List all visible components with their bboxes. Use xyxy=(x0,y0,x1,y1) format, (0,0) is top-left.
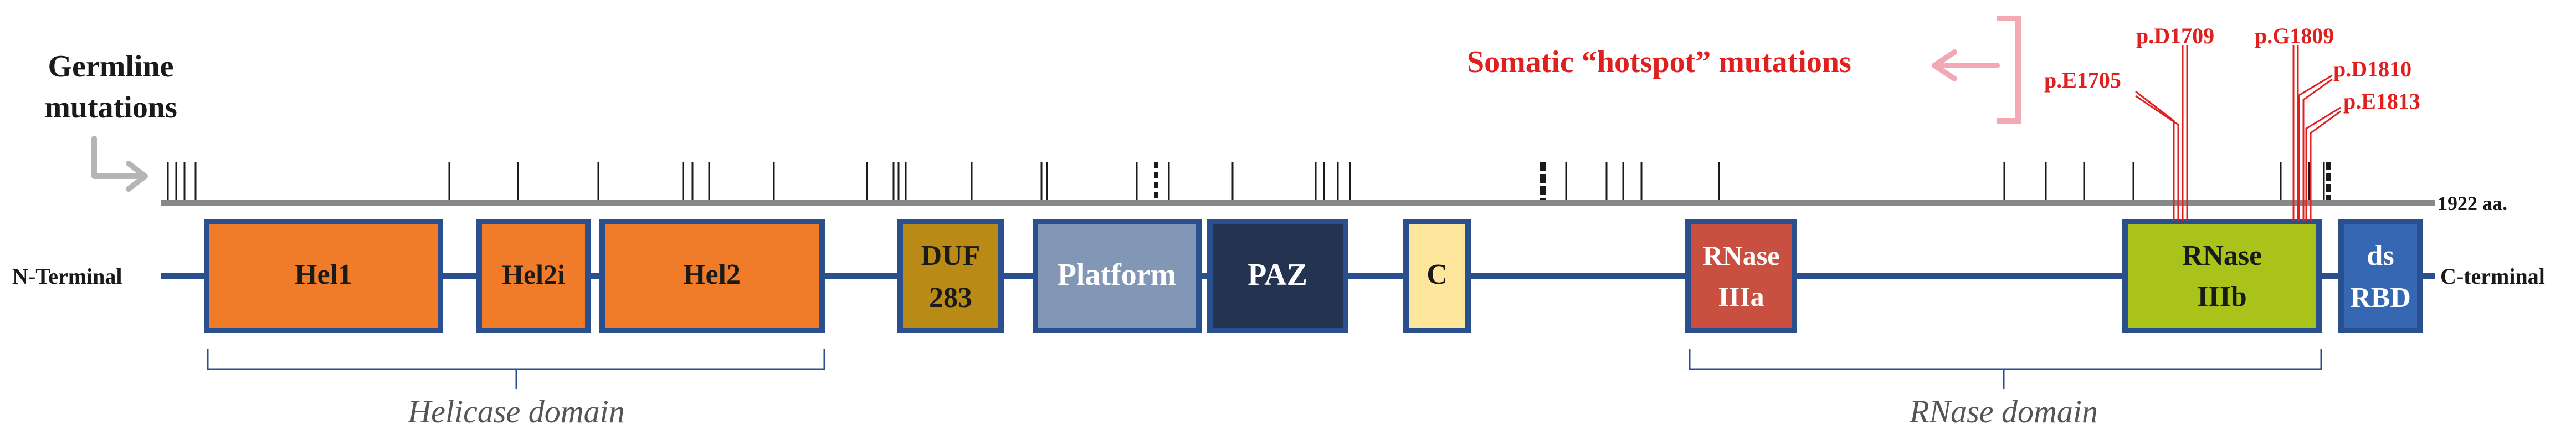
domain-dsrbd-label-1: ds xyxy=(2367,240,2394,272)
mutation-line-e1813 xyxy=(2305,106,2341,221)
somatic-bracket xyxy=(1997,16,2021,124)
somatic-title: Somatic “hotspot” mutations xyxy=(1467,45,1851,79)
germline-title-line1: Germline xyxy=(48,49,173,84)
mutation-label-d1709: p.D1709 xyxy=(2136,23,2214,48)
domain-duf283-label-1: DUF xyxy=(921,240,981,272)
domain-platform-label: Platform xyxy=(1058,258,1177,292)
mutation-line-d1810 xyxy=(2298,74,2333,221)
protein-length-label: 1922 aa. xyxy=(2438,192,2507,214)
somatic-mutation-lines xyxy=(2135,45,2341,221)
domain-hel1-label: Hel1 xyxy=(295,259,352,290)
rnase-domain-bracket xyxy=(1689,349,2322,389)
domain-platform: Platform xyxy=(1033,219,1202,333)
domain-duf283-label-2: 283 xyxy=(929,282,972,314)
domain-rnase3b: RNase IIIb xyxy=(2122,219,2322,333)
domain-rnase3a-label-1: RNase xyxy=(1703,240,1780,271)
domain-hel1-box xyxy=(204,219,443,333)
domain-rnase3b-box xyxy=(2122,219,2322,333)
domain-rnase3a: RNase IIIa xyxy=(1685,219,1797,333)
domain-hel2i-box xyxy=(476,219,591,333)
domain-c-label: C xyxy=(1426,259,1448,290)
mutation-label-d1810: p.D1810 xyxy=(2333,57,2411,81)
domain-rnase3a-box xyxy=(1685,219,1797,333)
n-terminal-label: N-Terminal xyxy=(12,264,122,289)
domain-hel2-box xyxy=(599,219,825,333)
germline-mutation-ticks xyxy=(167,162,2331,200)
mutation-label-e1705: p.E1705 xyxy=(2044,68,2121,93)
germline-title-line2: mutations xyxy=(44,90,177,125)
domain-rnase3b-label-1: RNase xyxy=(2182,240,2262,272)
domain-c-box xyxy=(1403,219,1471,333)
helicase-domain-label: Helicase domain xyxy=(407,393,624,429)
domain-dsrbd-label-2: RBD xyxy=(2350,282,2411,314)
mutation-line-d1810-b xyxy=(2302,78,2333,221)
mutation-label-e1813: p.E1813 xyxy=(2343,89,2420,114)
domain-c: C xyxy=(1403,219,1471,333)
somatic-arrow-icon xyxy=(1932,49,2000,81)
rnase-domain-label: RNase domain xyxy=(1909,393,2098,429)
domain-paz-box xyxy=(1207,219,1348,333)
domain-hel2-label: Hel2 xyxy=(683,259,741,290)
domain-hel2i-label: Hel2i xyxy=(502,259,565,290)
domain-paz: PAZ xyxy=(1207,219,1348,333)
domain-dsrbd: ds RBD xyxy=(2338,219,2423,333)
domain-duf283: DUF 283 xyxy=(897,219,1004,333)
domain-rnase3b-label-2: IIIb xyxy=(2197,281,2247,313)
c-terminal-label: C-terminal xyxy=(2440,264,2545,289)
mutation-line-e1705-b xyxy=(2135,95,2179,221)
domain-paz-label: PAZ xyxy=(1248,258,1307,292)
domain-hel1: Hel1 xyxy=(204,219,443,333)
helicase-domain-bracket xyxy=(207,349,825,389)
domain-hel2: Hel2 xyxy=(599,219,825,333)
mutation-label-g1809: p.G1809 xyxy=(2255,23,2334,48)
domain-rnase3a-label-2: IIIa xyxy=(1718,281,1764,312)
domain-hel2i: Hel2i xyxy=(476,219,591,333)
germline-arrow-icon xyxy=(91,136,148,192)
domain-platform-box xyxy=(1033,219,1202,333)
mutation-line-e1813-b xyxy=(2310,110,2341,221)
domain-dsrbd-box xyxy=(2338,219,2423,333)
domain-duf283-box xyxy=(897,219,1004,333)
